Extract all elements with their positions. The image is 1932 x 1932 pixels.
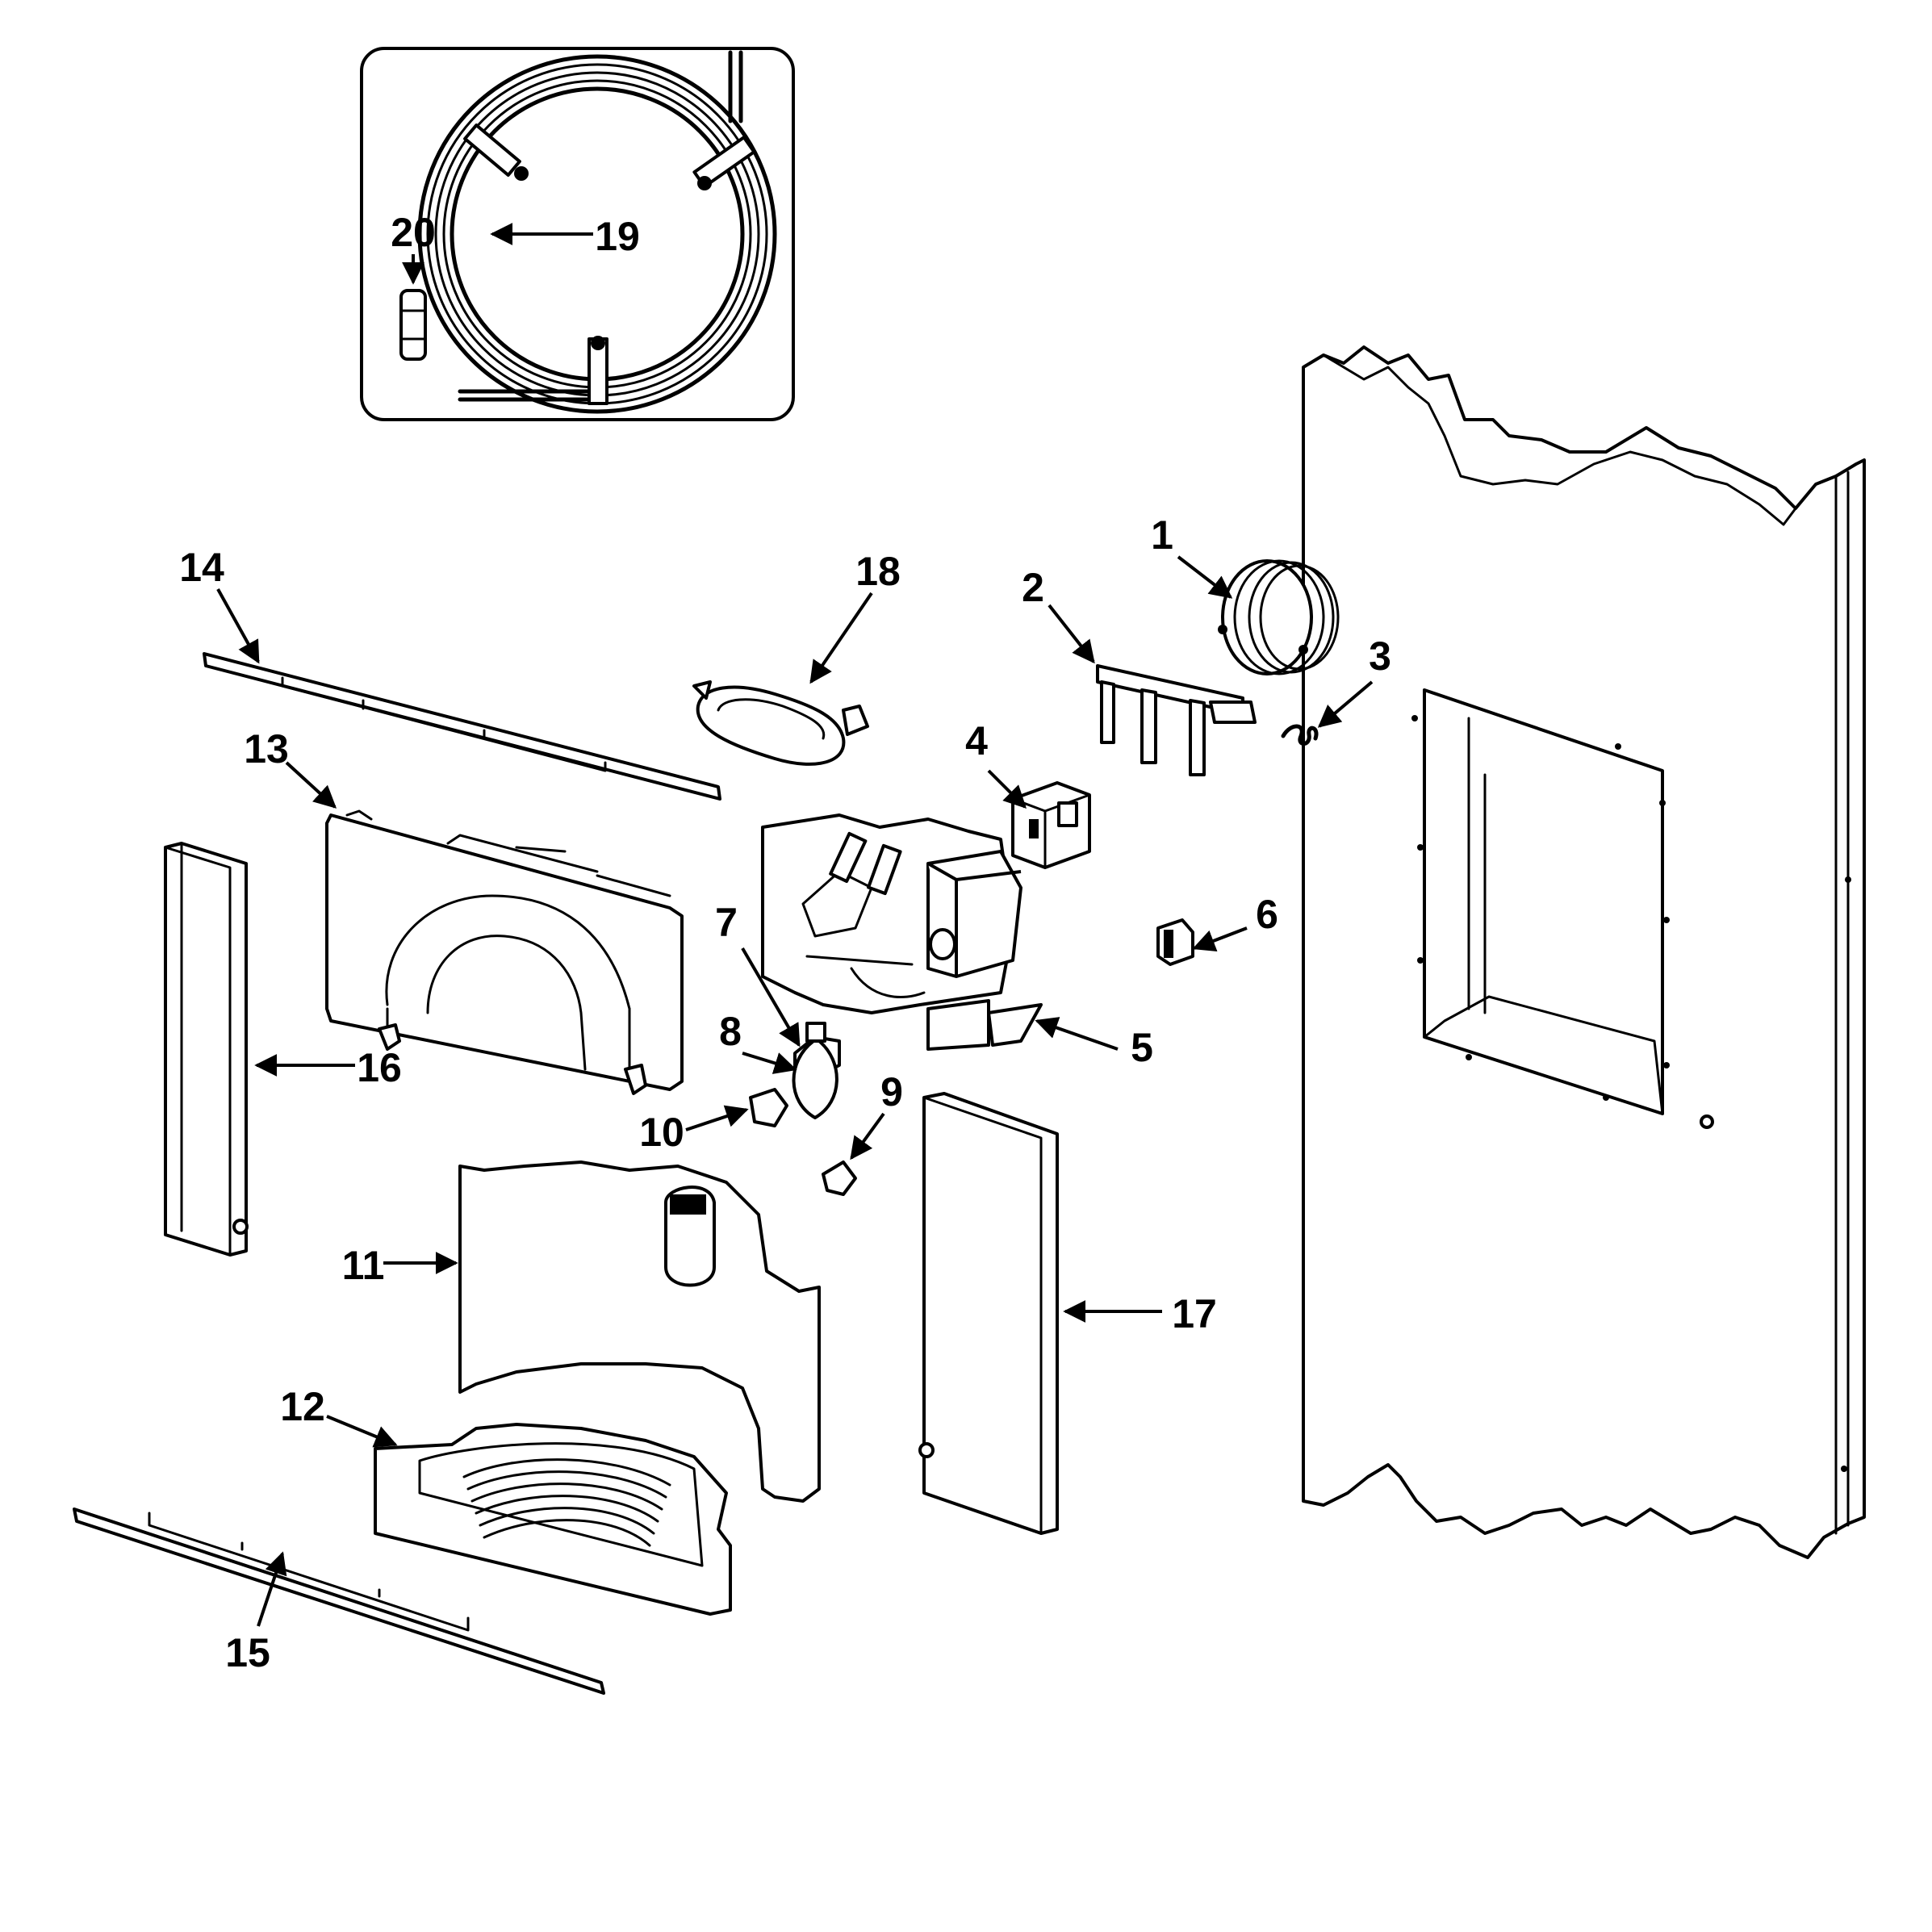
part-15-lower-trim [73,1508,605,1695]
callout-11: 11 [342,1243,385,1288]
callout-10: 10 [639,1110,684,1155]
leader-9 [850,1112,885,1160]
callouts: 1 2 3 4 5 6 7 8 9 10 11 12 13 14 15 16 1… [179,210,1391,1675]
part-10-clip [749,1088,788,1127]
callout-17: 17 [1172,1291,1217,1336]
callout-3: 3 [1369,634,1391,679]
callout-7: 7 [715,900,738,945]
part-11-cavity-cover [458,1160,821,1503]
part-3-spring [1281,724,1319,746]
part-8-lamp-bulb [792,1022,838,1119]
leader-6 [1192,926,1248,952]
part-5-dispenser-housing [761,813,1043,1051]
part-6-switch [1156,918,1194,966]
leader-7 [741,947,801,1048]
part-1-light-housing [1218,559,1340,675]
leader-10 [685,1105,749,1131]
callout-9: 9 [880,1069,903,1114]
callout-16: 16 [357,1045,402,1090]
leader-1 [1177,555,1233,599]
part-17-right-panel [918,1092,1059,1535]
callout-5: 5 [1131,1025,1153,1070]
callout-12: 12 [280,1384,325,1429]
leader-14 [216,588,260,664]
leader-lines [216,223,1374,1627]
callout-18: 18 [855,549,901,594]
part-2-bracket [1096,664,1257,776]
tube-connector [399,289,427,361]
leader-3 [1317,680,1374,728]
water-tubing-coil [417,50,777,414]
leader-2 [1048,604,1095,664]
leader-8 [742,1052,797,1074]
part-14-upper-trim [203,652,721,801]
callout-4: 4 [965,718,988,763]
part-12-drip-tray [374,1423,732,1616]
callout-15: 15 [225,1630,270,1675]
part-9-clip [822,1160,857,1196]
callout-13: 13 [244,726,289,772]
leader-18 [809,592,873,684]
leader-13 [285,761,337,809]
callout-20: 20 [391,210,436,255]
part-13-top-panel [325,809,684,1095]
callout-1: 1 [1151,512,1173,558]
part-4-solenoid [1011,781,1091,869]
leader-5 [1035,1017,1119,1051]
callout-8: 8 [719,1009,742,1054]
callout-6: 6 [1256,892,1278,937]
leader-15 [257,1551,287,1627]
part-16-left-panel [164,842,249,1257]
door-panel [1302,345,1866,1559]
part-18-shroud-ring [692,680,869,766]
callout-19: 19 [595,214,640,259]
callout-2: 2 [1022,565,1044,610]
leader-4 [987,769,1027,809]
callout-14: 14 [179,545,224,590]
leader-12 [326,1415,398,1448]
